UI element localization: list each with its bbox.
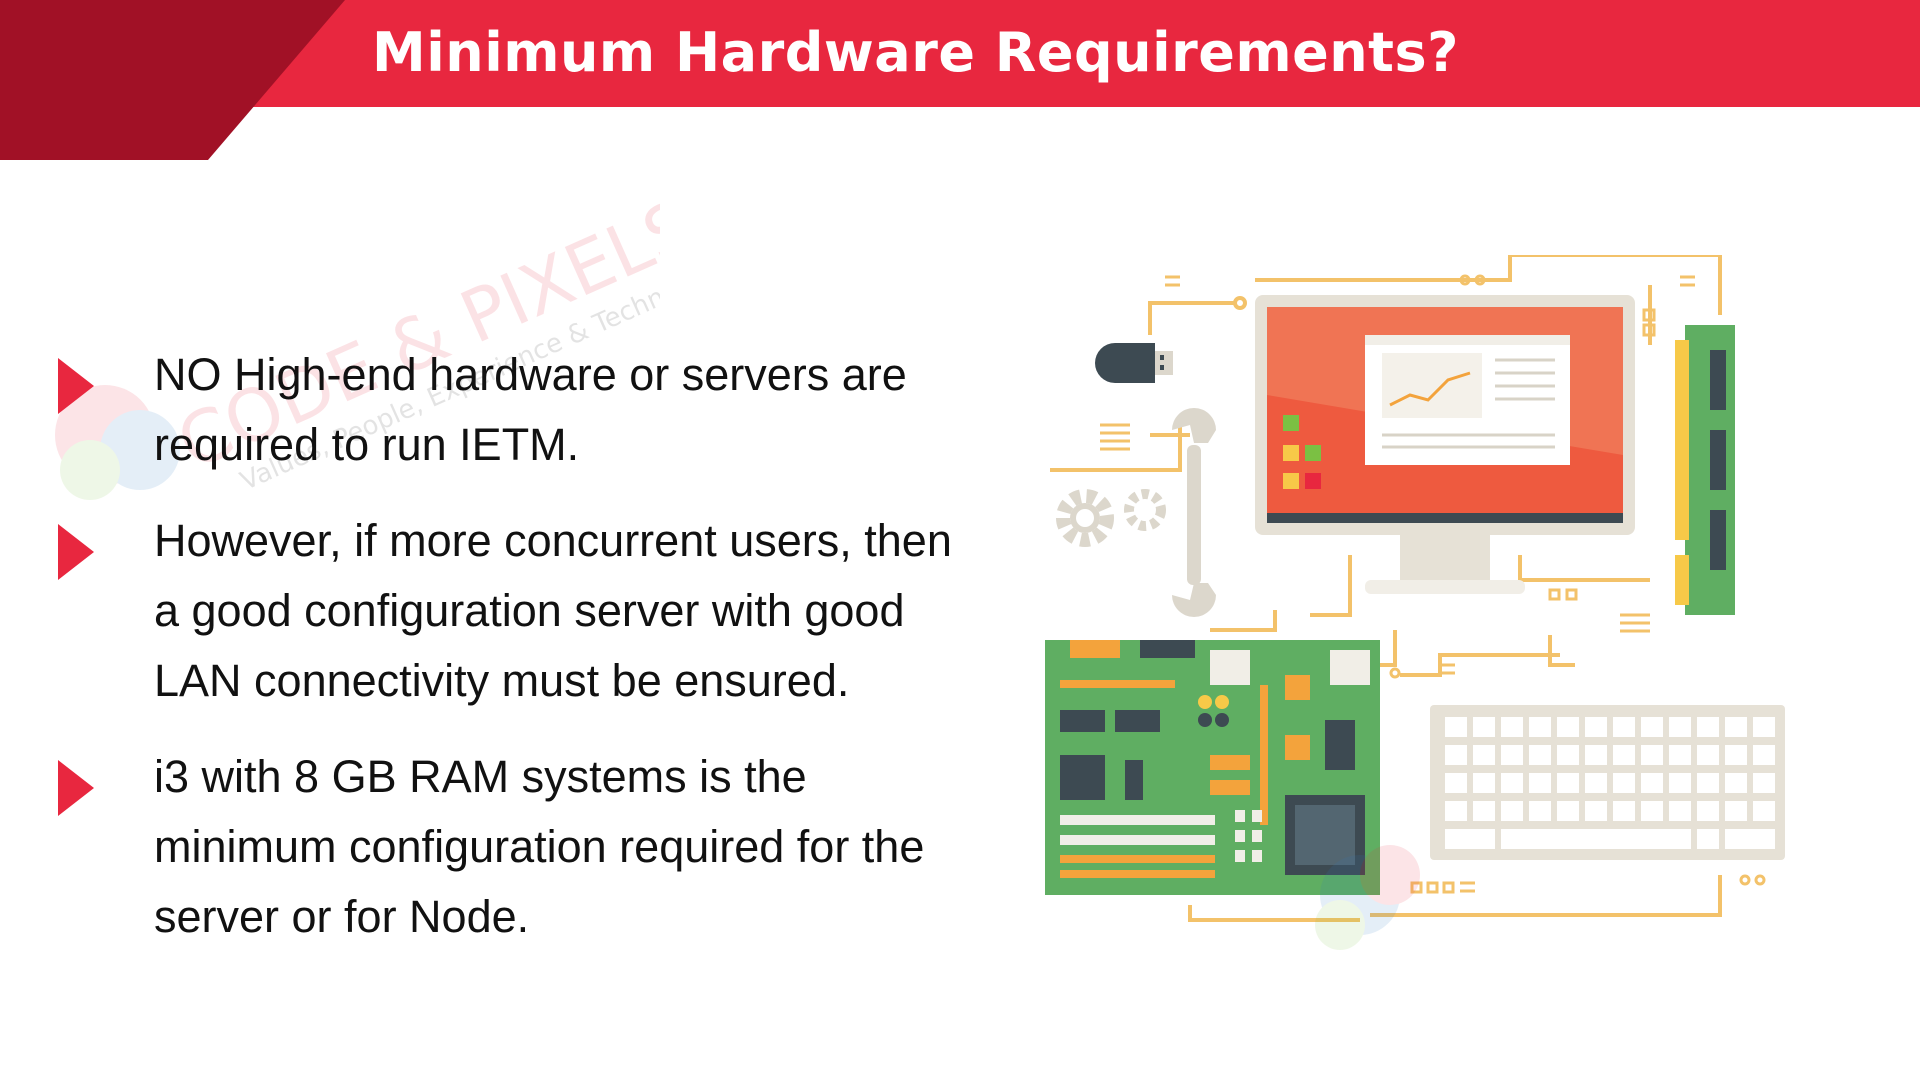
bullet-item: i3 with 8 GB RAM systems is the minimum …	[58, 742, 978, 952]
wrench-icon	[1172, 408, 1216, 617]
bullet-text: However, if more concurrent users, then …	[154, 515, 952, 706]
bullet-text: i3 with 8 GB RAM systems is the minimum …	[154, 751, 925, 942]
bullet-item: However, if more concurrent users, then …	[58, 506, 978, 716]
page-title: Minimum Hardware Requirements?	[372, 21, 1459, 84]
gears-icon	[1056, 489, 1166, 547]
title-banner: Minimum Hardware Requirements?	[0, 0, 1920, 160]
watermark-logo-right	[1315, 845, 1420, 950]
monitor-icon	[1255, 295, 1635, 594]
bullet-text: NO High-end hardware or servers are requ…	[154, 349, 907, 470]
usb-stick-icon	[1095, 343, 1173, 383]
bullet-item: NO High-end hardware or servers are requ…	[58, 340, 978, 480]
triangle-bullet-icon	[58, 524, 94, 580]
keyboard-icon	[1430, 705, 1785, 860]
triangle-bullet-icon	[58, 358, 94, 414]
hardware-illustration	[1030, 253, 1800, 955]
motherboard-icon	[1045, 640, 1380, 895]
ram-module-icon	[1675, 325, 1735, 615]
banner-shape	[0, 0, 1920, 160]
bullet-list: NO High-end hardware or servers are requ…	[58, 340, 978, 978]
triangle-bullet-icon	[58, 760, 94, 816]
